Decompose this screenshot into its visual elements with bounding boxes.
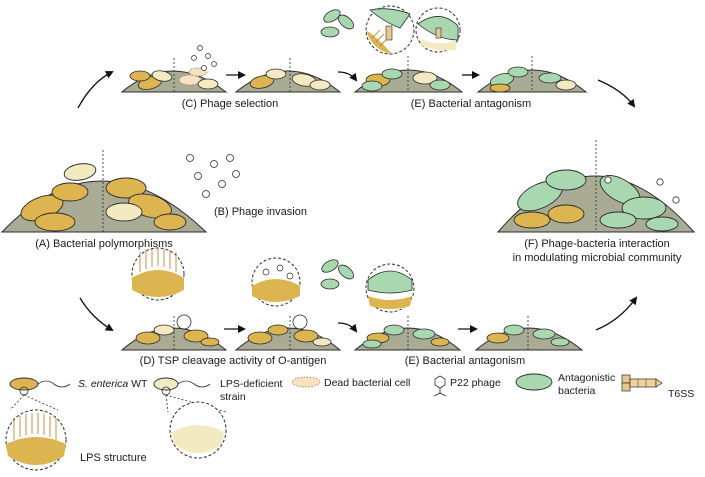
floating-antagonistic-bottom: [320, 259, 355, 290]
arrow-bot-2: [337, 322, 358, 333]
zoom-circle-bottom-2: [251, 257, 301, 307]
legend-dead-cell-icon: [291, 376, 321, 388]
arrow-to-f-top: [597, 79, 636, 108]
legend-antagonistic-line1: Antagonistic: [558, 372, 616, 384]
mound-antagonism-bottom-2: [474, 316, 584, 351]
legend-t6ss-icon: [621, 374, 663, 392]
mound-antagonism-top-2: [476, 56, 588, 93]
legend-dead-cell-label: Dead bacterial cell: [324, 377, 411, 389]
phages-invasion: [186, 154, 240, 198]
phages-top: [191, 45, 217, 71]
zoom-circle-bottom-3: [365, 263, 415, 313]
zoom-circle-top-right: [415, 7, 461, 53]
legend-phage-icon: [433, 375, 447, 397]
legend-wt-species: S. enterica: [78, 378, 129, 390]
label-phage-selection: (C) Phage selection: [181, 98, 279, 110]
mound-tsp-1: [120, 314, 228, 351]
label-bacterial-antagonism-bottom: (E) Bacterial antagonism: [404, 355, 526, 367]
mound-bacterial-polymorphisms: [0, 150, 208, 233]
legend-antagonistic-line2: bacteria: [558, 385, 596, 397]
zoom-circle-top-left: [365, 5, 415, 55]
legend-lps-structure-icon: [5, 409, 67, 471]
legend-phage-label: P22 phage: [450, 377, 501, 389]
mound-phage-selection-1: [120, 58, 228, 93]
arrow-top-2: [337, 71, 358, 82]
zoom-circle-bottom-1: [131, 247, 185, 301]
mound-antagonism-top-1: [353, 56, 464, 93]
legend-wt-icon: [9, 377, 71, 411]
legend-lps-deficient-line1: LPS-deficient: [220, 378, 283, 390]
legend-antagonistic-icon: [515, 373, 553, 391]
arrow-a-to-c: [77, 71, 114, 109]
mound-phage-selection-2: [234, 58, 342, 93]
label-phage-bacteria-interaction: (F) Phage-bacteria interaction: [524, 238, 670, 250]
mound-tsp-2: [234, 314, 342, 351]
label-bacterial-polymorphisms: (A) Bacterial polymorphisms: [35, 238, 173, 250]
legend-wt-label: S. enterica WT: [78, 378, 147, 390]
legend-t6ss-label: T6SS: [668, 388, 695, 400]
label-phage-invasion: (B) Phage invasion: [214, 206, 307, 218]
floating-antagonistic-top: [320, 9, 355, 38]
legend-wt-suffix: WT: [131, 378, 148, 390]
flow-arrows: [77, 71, 638, 333]
arrow-to-f-bottom: [595, 296, 638, 331]
label-modulating-community: in modulating microbial community: [512, 252, 682, 264]
mound-antagonism-bottom-1: [353, 316, 462, 351]
arrow-a-to-d: [79, 297, 114, 332]
mound-phage-bacteria-interaction: [496, 140, 696, 233]
legend-lps-deficient-icon: [153, 377, 227, 459]
label-bacterial-antagonism-top: (E) Bacterial antagonism: [410, 98, 532, 110]
label-tsp-cleavage: (D) TSP cleavage activity of O-antigen: [139, 355, 327, 367]
legend-lps-deficient-line2: strain: [220, 391, 246, 403]
legend-lps-structure-label: LPS structure: [80, 452, 147, 464]
